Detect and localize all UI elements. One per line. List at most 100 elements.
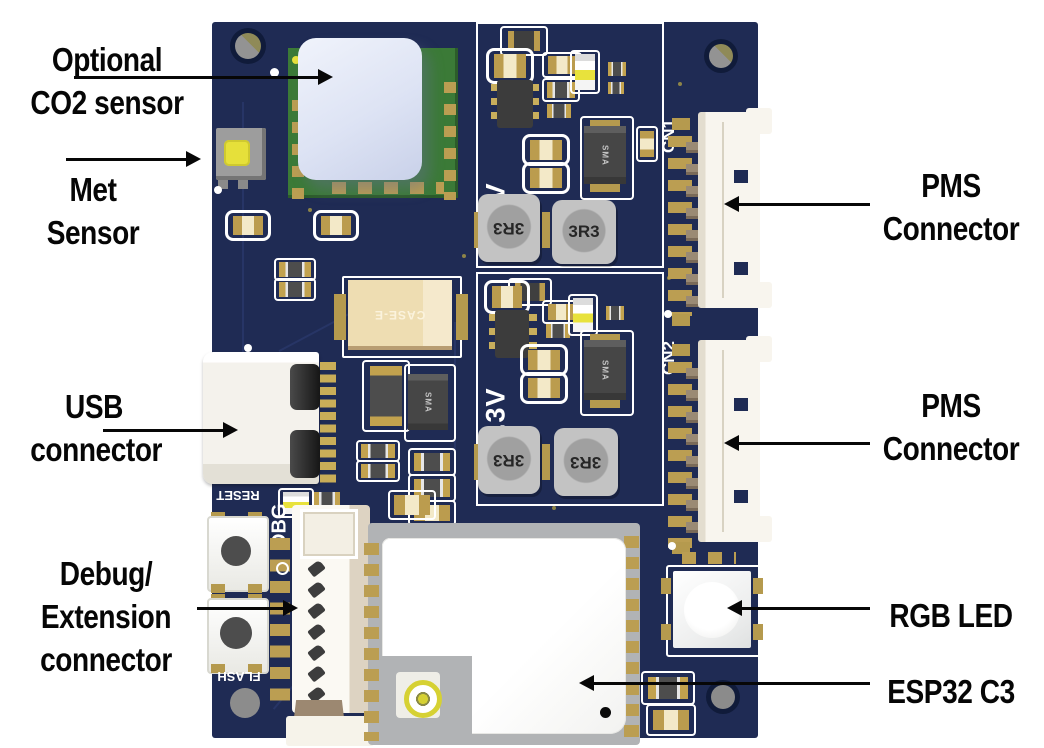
label-co2-sensor: Optional CO2 sensor: [26, 38, 188, 124]
diode-label: SMA: [600, 359, 610, 381]
label-line: CO2 sensor: [30, 84, 184, 121]
diode-label: SMA: [423, 391, 433, 413]
usb-c-pins: [320, 362, 336, 486]
ic-legs: [531, 84, 539, 124]
inductor-pad: [542, 212, 550, 248]
label-line: PMS: [921, 387, 981, 424]
ic-legs: [491, 84, 499, 124]
supercap-label: CASE-E: [374, 308, 426, 322]
label-debug-connector: Debug/ Extension connector: [18, 552, 195, 681]
regulator-ic: [497, 80, 533, 128]
power-diode: SMA: [408, 374, 448, 430]
mounting-hole: [230, 28, 266, 64]
inductor: 3R3: [552, 200, 616, 264]
diode-outline: [580, 330, 634, 416]
label-line: Sensor: [46, 214, 140, 251]
diode-pad: [590, 398, 620, 408]
capacitor: [313, 210, 359, 241]
capacitor: [486, 48, 534, 84]
inductor-pad: [542, 444, 550, 480]
capacitor: [520, 372, 568, 404]
pin1-ring: [276, 562, 289, 575]
fiducial-dot: [244, 344, 252, 352]
power-section-5v: [476, 22, 664, 268]
capacitor: [646, 704, 696, 736]
cn1-pins: [686, 142, 700, 312]
label-esp32-c3: ESP32 C3: [879, 670, 1024, 713]
button-contact: [248, 594, 262, 601]
button-contact: [211, 594, 225, 601]
mounting-hole: [704, 39, 738, 73]
arrow-co2: [74, 69, 333, 85]
reset-silkscreen: RESET: [216, 488, 260, 503]
reset-button: [207, 516, 269, 592]
resistor: [356, 460, 400, 482]
power-diode: SMA: [584, 126, 626, 184]
button-contact: [211, 584, 225, 593]
led-component: [568, 294, 598, 336]
cn1-tab: [746, 282, 772, 308]
power-section-3v3: [476, 272, 664, 506]
resistor: [274, 278, 316, 301]
diode-outline: [404, 364, 456, 442]
diode-label: SMA: [600, 144, 610, 166]
cn1-housing-wall: [722, 122, 724, 298]
label-line: ESP32 C3: [887, 673, 1015, 710]
power-diode: SMA: [584, 340, 626, 400]
label-usb-connector: USB connector: [30, 385, 163, 471]
fiducial-dot: [664, 310, 672, 318]
mounting-hole: [706, 680, 740, 714]
cn2-mount-pad: [672, 542, 690, 554]
capacitor: [225, 210, 271, 241]
cn2-pins: [686, 368, 700, 544]
cn1-mount-pad: [672, 118, 690, 130]
label-line: RGB LED: [889, 597, 1013, 634]
led-pad: [753, 578, 763, 594]
cn1-latch-hole: [734, 262, 748, 275]
inductor-label: 3R3: [493, 451, 525, 470]
resistor: [274, 258, 316, 281]
cn2-tab: [746, 336, 772, 362]
cn1-mount-pad: [672, 314, 690, 326]
cn2-housing-wall: [722, 350, 724, 532]
inductor-label: 3R3: [568, 222, 600, 241]
resistor: [542, 78, 580, 102]
label-rgb-led: RGB LED: [879, 594, 1024, 637]
resistor: [608, 62, 626, 76]
rgb-led-outline: [666, 565, 762, 657]
ic-legs: [489, 314, 497, 354]
capacitor: [388, 490, 436, 520]
cn1-latch-hole: [734, 170, 748, 183]
label-line: Extension: [40, 598, 172, 635]
met-sensor-window: [224, 140, 250, 166]
label-pms-connector-1: PMS Connector: [879, 164, 1024, 250]
inductor: 3R3: [554, 428, 618, 496]
resistor: [356, 440, 400, 462]
via: [308, 208, 312, 212]
capacitor: [636, 126, 658, 162]
inductor: 3R3: [478, 194, 540, 262]
resistor: [408, 448, 456, 476]
fiducial-dot: [668, 542, 676, 550]
via: [552, 506, 556, 510]
inductor-label: 3R3: [493, 219, 525, 238]
supercap-body: CASE-E: [348, 280, 452, 350]
diode-outline: [580, 116, 634, 200]
arrow-debug: [197, 600, 298, 616]
debug-connector-socket: [300, 509, 358, 559]
co2-sensor-cap: [298, 38, 422, 180]
label-line: connector: [30, 431, 163, 468]
led-component: [570, 50, 600, 94]
co2-sensor-pads: [332, 182, 444, 194]
button-contact: [248, 584, 262, 593]
arrow-rgb: [727, 600, 870, 616]
via: [678, 82, 682, 86]
led-pad: [753, 624, 763, 640]
label-line: Connector: [882, 430, 1020, 467]
label-line: Met: [69, 171, 117, 208]
pin1-marker: [292, 56, 300, 64]
arrow-pms2: [724, 435, 870, 451]
arrow-pms1: [724, 196, 870, 212]
fiducial-dot: [270, 68, 279, 77]
pcb-board: CASE-E 5.0V SMA 3R3 3R3 3.3V: [203, 22, 772, 746]
